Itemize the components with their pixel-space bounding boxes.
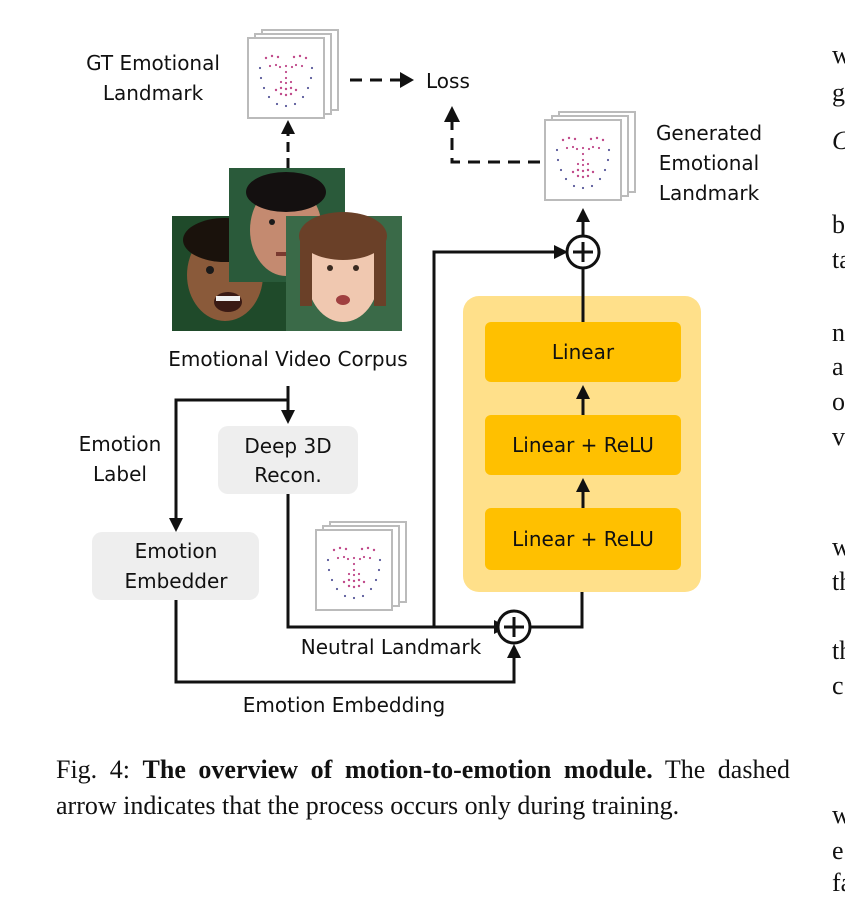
embedder-to-plus-line (174, 600, 516, 684)
plus-to-mlp-line (530, 582, 584, 629)
margin-fragment: w (832, 40, 845, 69)
skip-connection-arrowhead (554, 245, 568, 259)
embedder-label-line1: Emotion (135, 539, 218, 563)
generated-label-line2: Emotional (659, 151, 759, 175)
corpus-label: Emotional Video Corpus (168, 347, 407, 371)
corpus-to-gt-arrowhead (281, 120, 295, 134)
corpus-to-embedder-arrowhead (169, 518, 183, 532)
gt-landmark-stack (248, 30, 338, 118)
margin-fragment: a (832, 352, 844, 381)
plus-to-generated-arrowhead (576, 208, 590, 222)
emotion-label-line1: Emotion (79, 432, 162, 456)
generated-label-line1: Generated (656, 121, 762, 145)
mlp-layer-bottom (485, 508, 681, 570)
mlp-layer-mid (485, 415, 681, 475)
gt-landmark-label-line1: GT Emotional (86, 51, 220, 75)
mlp-inner-arrowhead-2 (576, 385, 590, 399)
caption-title: The overview of motion-to-emotion module… (142, 755, 653, 784)
margin-fragment: g (832, 78, 845, 107)
margin-fragment: b (832, 210, 845, 239)
video-corpus-faces (172, 168, 402, 331)
mlp-layer-top (485, 322, 681, 382)
margin-fragment: fa (832, 868, 845, 897)
gt-to-loss-arrowhead (400, 72, 414, 88)
corpus-to-embedder-line (174, 386, 290, 520)
gt-landmark-label-line2: Landmark (103, 81, 204, 105)
margin-fragment: th (832, 567, 845, 596)
generated-to-loss-arrowhead (444, 106, 460, 122)
embedder-label-line2: Embedder (124, 569, 228, 593)
deep3d-box (218, 426, 358, 494)
margin-fragment: th (832, 636, 845, 665)
caption-prefix: Fig. 4: (56, 755, 143, 784)
mlp-layer-bottom-label: Linear + ReLU (512, 527, 654, 551)
margin-fragment: n (832, 318, 845, 347)
skip-connection-line (432, 250, 554, 627)
margin-fragment: C (832, 126, 845, 156)
generated-label-line3: Landmark (659, 181, 760, 205)
neutral-landmark-label: Neutral Landmark (301, 635, 482, 659)
margin-fragment: c (832, 671, 844, 700)
embedder-to-plus-arrowhead (507, 644, 521, 658)
emotion-embedder-box (92, 532, 259, 600)
margin-fragment: w (832, 532, 845, 561)
loss-label: Loss (426, 69, 470, 93)
corpus-to-deep3d-arrowhead (281, 410, 295, 424)
deep3d-label-line2: Recon. (254, 463, 322, 487)
caption-body: The dashed arrow indicates that the proc… (56, 755, 790, 820)
emotion-label-line2: Label (93, 462, 147, 486)
mlp-inner-arrowhead-1 (576, 478, 590, 492)
margin-fragment: o (832, 387, 845, 416)
mlp-layer-top-label: Linear (552, 340, 615, 364)
deep3d-to-plus-line (286, 494, 494, 629)
margin-fragment: w (832, 800, 845, 829)
emotion-embedding-label: Emotion Embedding (243, 693, 445, 717)
deep3d-label-line1: Deep 3D (244, 434, 331, 458)
generated-landmark-stack (545, 112, 635, 200)
margin-fragment: ta (832, 245, 845, 274)
figure-caption: Fig. 4: The overview of motion-to-emotio… (56, 752, 790, 824)
margin-fragment: e (832, 836, 844, 865)
neutral-landmark-stack (316, 522, 406, 610)
mlp-layer-mid-label: Linear + ReLU (512, 433, 654, 457)
margin-fragment: v (832, 422, 845, 451)
generated-to-loss-dashed-arrow (450, 122, 540, 164)
